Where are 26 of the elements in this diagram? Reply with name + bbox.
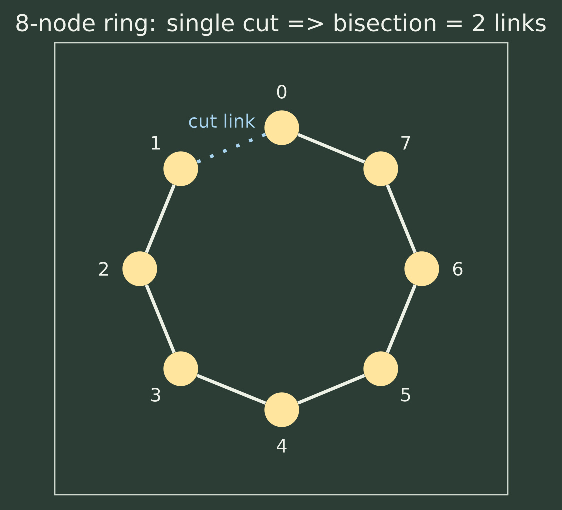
link-line: [145, 184, 176, 254]
link-line: [298, 133, 366, 164]
node-number: 4: [277, 439, 287, 453]
node-circle: [164, 152, 198, 186]
dotted-line: [196, 133, 266, 164]
node-circle: [164, 352, 198, 386]
link-line: [386, 284, 417, 354]
link-line: [196, 374, 266, 405]
node-circle: [404, 252, 440, 286]
node-number: 1: [152, 136, 160, 150]
title: 8-node ring: single cut => bisection = 2 links: [16, 14, 546, 36]
node-number: 7: [402, 136, 410, 150]
node-circle: [364, 152, 398, 186]
node-number: 5: [402, 388, 410, 402]
node-circle: [364, 352, 398, 386]
node-number: 6: [453, 262, 463, 276]
node-number: 0: [277, 85, 287, 99]
node-circle: [264, 392, 300, 428]
link-line: [386, 184, 417, 254]
edge-label: cut link: [186, 112, 258, 130]
node-circle: [264, 110, 300, 146]
link-line: [298, 374, 366, 405]
node-number: 2: [100, 262, 108, 276]
link-line: [145, 284, 176, 354]
node-number: 3: [152, 388, 160, 402]
node-circle: [122, 252, 158, 286]
